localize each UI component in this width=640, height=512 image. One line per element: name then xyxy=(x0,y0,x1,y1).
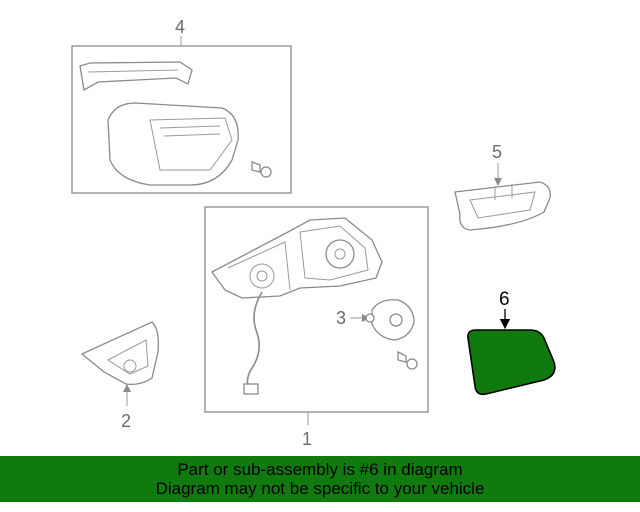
mirror-glass-group: 6 xyxy=(467,289,556,396)
banner-line-2: Diagram may not be specific to your vehi… xyxy=(155,479,485,498)
turn-signal-lens xyxy=(79,61,193,92)
lower-cover-group: 5 xyxy=(454,142,551,231)
info-banner: Part or sub-assembly is #6 in diagram Di… xyxy=(0,456,640,502)
lower-mirror-cover xyxy=(454,181,551,231)
callout-3: 3 xyxy=(336,308,346,328)
bracket-group: 2 xyxy=(80,321,160,431)
wire-harness xyxy=(246,291,263,393)
cover-screw xyxy=(251,161,272,178)
callout-5: 5 xyxy=(492,142,502,162)
mirror-glass[interactable] xyxy=(467,329,556,396)
callout-6: 6 xyxy=(499,289,510,310)
assembly-group: 1 3 xyxy=(204,206,429,449)
mirror-motor xyxy=(365,299,415,341)
cover-group: 4 xyxy=(71,17,292,194)
mirror-cover xyxy=(107,102,239,186)
motor-screw xyxy=(397,350,418,370)
banner-line-1: Part or sub-assembly is #6 in diagram xyxy=(177,460,463,479)
callout-2: 2 xyxy=(121,411,131,431)
callout-4: 4 xyxy=(175,17,185,37)
callout-1: 1 xyxy=(302,429,312,449)
